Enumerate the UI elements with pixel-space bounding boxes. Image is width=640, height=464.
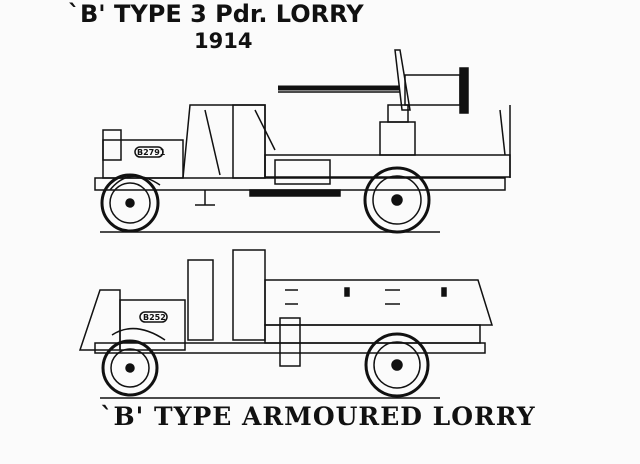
plate-bottom: B252: [143, 313, 166, 322]
armoured-lorry-drawing: B252: [78, 249, 494, 399]
title-year: 1914: [194, 29, 253, 53]
plate-top: B2791: [137, 148, 166, 157]
title-armoured-lorry: `B' TYPE ARMOURED LORRY: [100, 402, 536, 431]
gun-lorry-drawing: B2791: [94, 49, 511, 234]
title-3pdr-lorry: `B' TYPE 3 Pdr. LORRY: [68, 0, 364, 28]
